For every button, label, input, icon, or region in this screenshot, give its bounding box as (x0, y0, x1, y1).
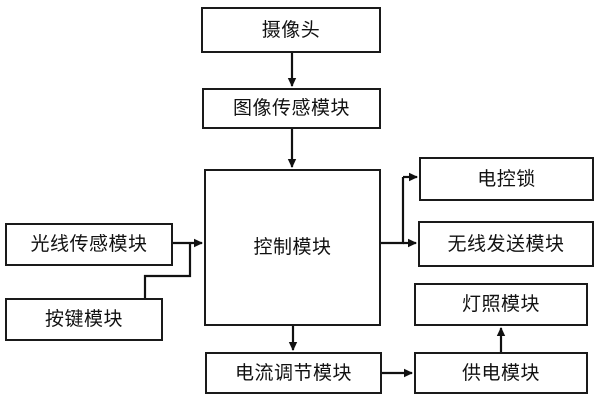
node-label-wireless-send-module: 无线发送模块 (447, 232, 565, 255)
node-electronic-lock: 电控锁 (419, 157, 594, 201)
node-wireless-send-module: 无线发送模块 (418, 221, 594, 267)
node-label-camera: 摄像头 (261, 18, 321, 41)
node-label-current-regulation-module: 电流调节模块 (234, 361, 352, 384)
node-key-module: 按键模块 (5, 298, 163, 341)
node-lighting-module: 灯照模块 (414, 283, 588, 326)
node-power-supply-module: 供电模块 (414, 352, 588, 394)
node-light-sensing-module: 光线传感模块 (5, 223, 173, 266)
node-label-image-sensing-module: 图像传感模块 (232, 97, 350, 119)
node-label-lighting-module: 灯照模块 (461, 293, 540, 315)
node-camera: 摄像头 (201, 7, 381, 53)
node-label-control-module: 控制模块 (253, 236, 332, 258)
node-label-electronic-lock: 电控锁 (477, 167, 536, 190)
node-label-power-supply-module: 供电模块 (461, 361, 540, 384)
node-label-key-module: 按键模块 (44, 308, 123, 330)
node-current-regulation-module: 电流调节模块 (205, 352, 382, 394)
node-control-module: 控制模块 (204, 169, 381, 326)
node-label-light-sensing-module: 光线传感模块 (30, 233, 148, 255)
connector-control-to-right-bus (381, 172, 418, 248)
node-image-sensing-module: 图像传感模块 (202, 88, 381, 129)
